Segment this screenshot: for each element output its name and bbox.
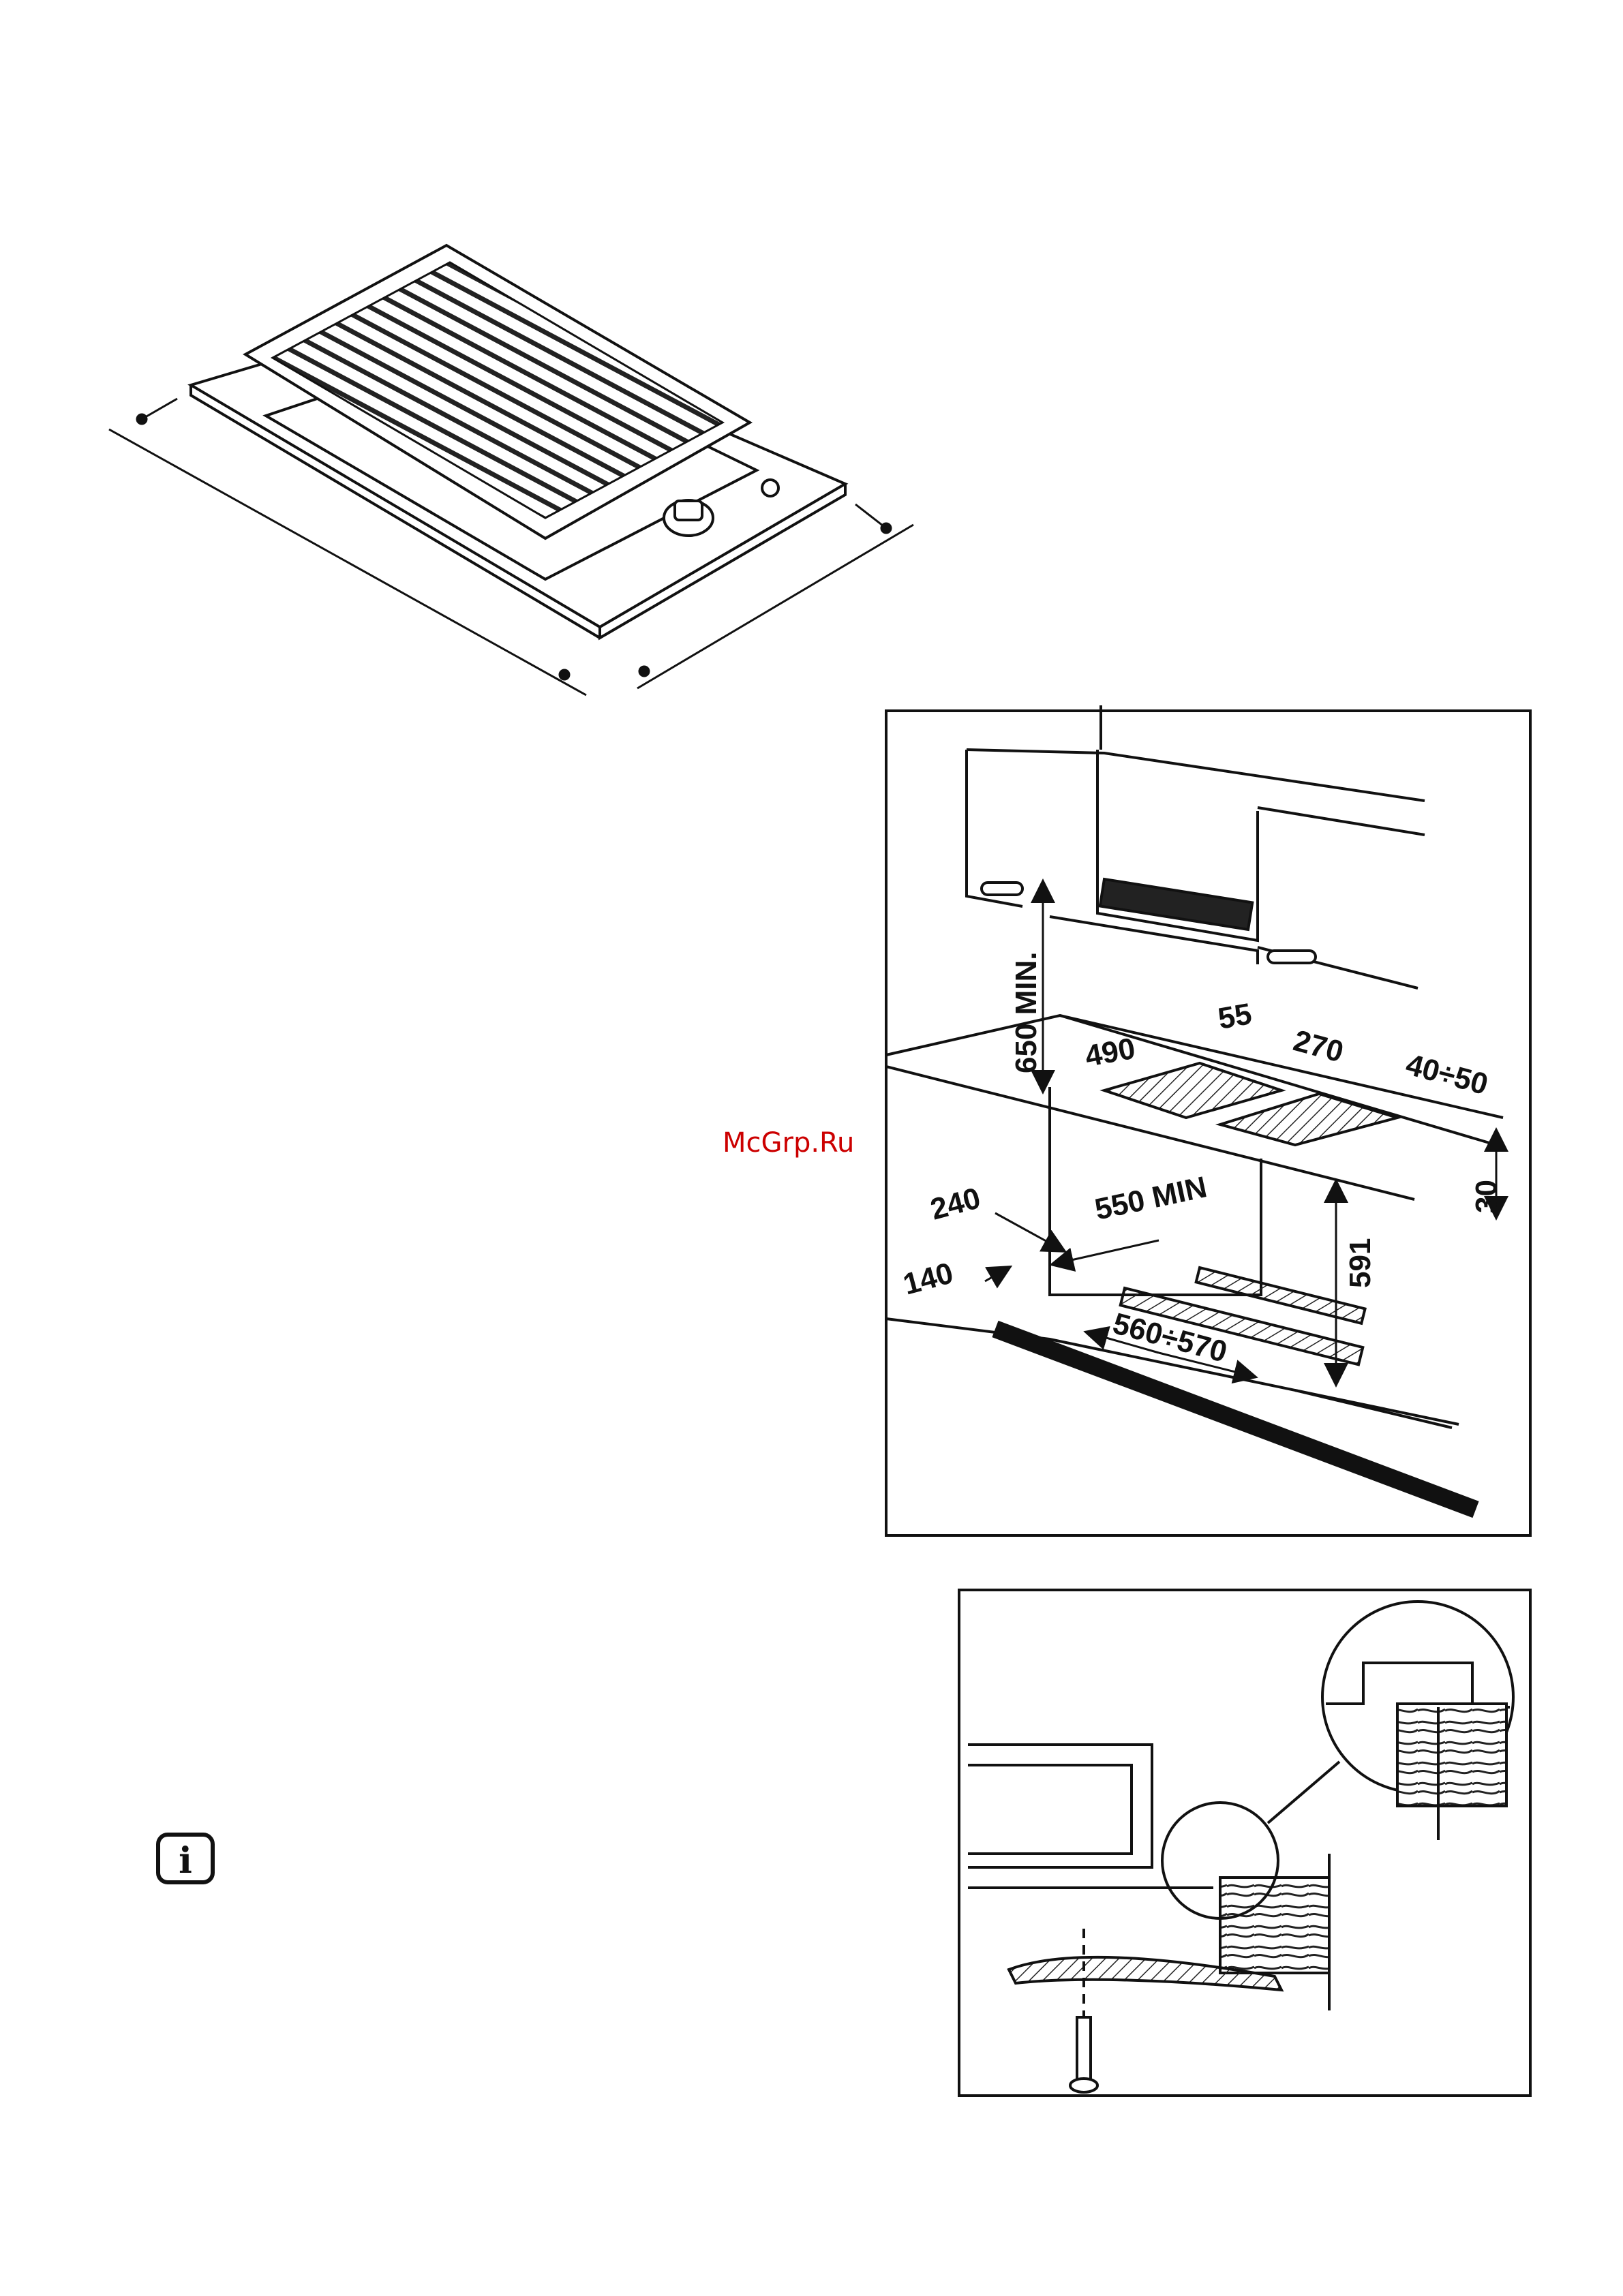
watermark: McGrp.Ru <box>723 1127 854 1159</box>
dim-30: 30 <box>1470 1180 1503 1213</box>
clamp-detail-diagram <box>959 1590 1530 2096</box>
dim-650-min: 650 MIN. <box>1010 951 1043 1073</box>
svg-text:i: i <box>179 1840 192 1882</box>
installation-diagram: 650 MIN. 490 55 270 40÷50 30 240 550 MIN… <box>886 705 1530 1535</box>
clamp-frame <box>959 1590 1530 2096</box>
grill-hob-illustration <box>109 245 913 695</box>
dim-55: 55 <box>1215 997 1254 1036</box>
info-icon: i <box>158 1835 213 1882</box>
indicator-light <box>762 480 778 496</box>
dim-591: 591 <box>1344 1238 1377 1288</box>
